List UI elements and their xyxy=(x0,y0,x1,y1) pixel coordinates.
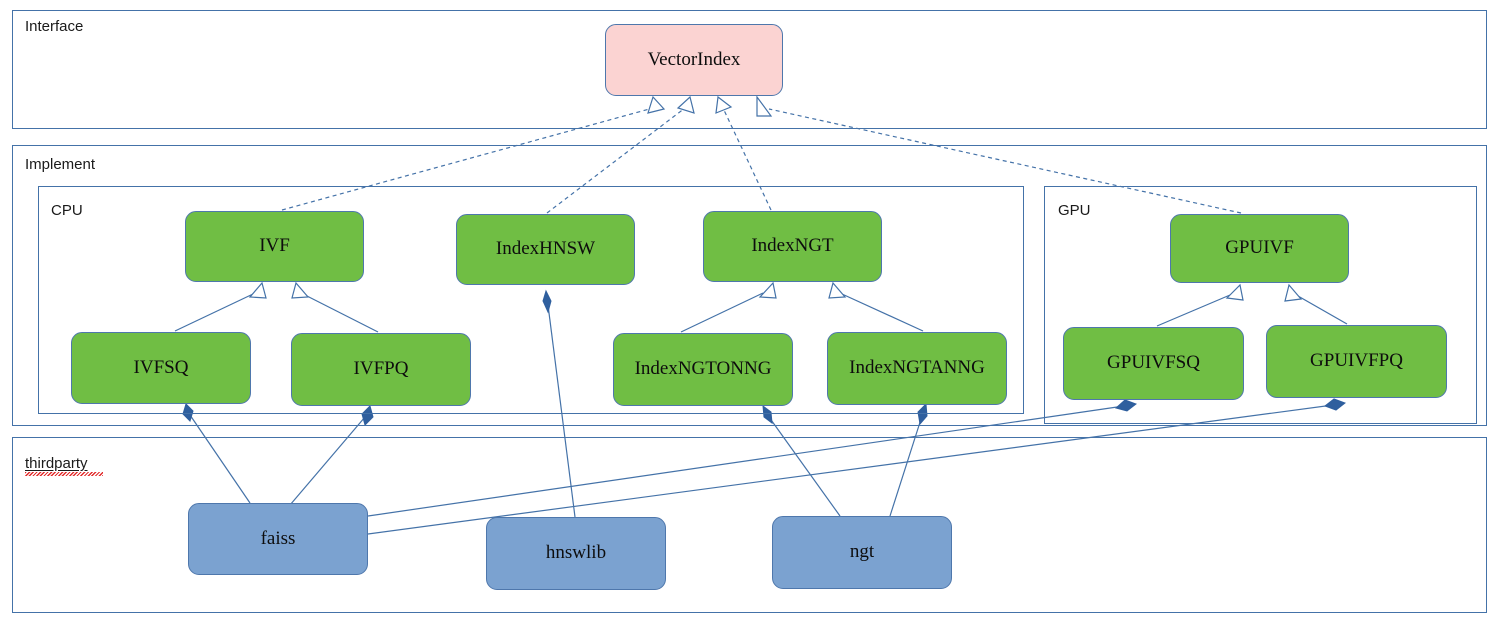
node-label-ngt: ngt xyxy=(849,541,875,563)
node-label-faiss: faiss xyxy=(260,527,296,549)
node-gpuivfpq[interactable]: GPUIVFPQ xyxy=(1266,325,1447,398)
node-ivfsq[interactable]: IVFSQ xyxy=(71,332,251,404)
node-label-indexhnsw: IndexHNSW xyxy=(495,238,596,260)
node-ivfpq[interactable]: IVFPQ xyxy=(291,333,471,406)
container-implement xyxy=(12,145,1487,426)
node-indexngt[interactable]: IndexNGT xyxy=(703,211,882,282)
node-label-ivfpq: IVFPQ xyxy=(353,358,409,380)
node-label-hnswlib: hnswlib xyxy=(545,542,607,564)
spellcheck-underline-thirdparty xyxy=(25,472,103,476)
container-label-cpu: CPU xyxy=(51,202,83,219)
node-ivf[interactable]: IVF xyxy=(185,211,364,282)
node-label-indexngtanng: IndexNGTANNG xyxy=(849,357,985,379)
node-indexhnsw[interactable]: IndexHNSW xyxy=(456,214,635,285)
node-label-gpuivf: GPUIVF xyxy=(1225,237,1294,259)
node-label-indexngtonng: IndexNGTONNG xyxy=(634,358,772,380)
node-label-gpuivfpq: GPUIVFPQ xyxy=(1310,350,1403,372)
container-thirdparty xyxy=(12,437,1487,613)
node-vectorindex[interactable]: VectorIndex xyxy=(605,24,783,96)
node-label-gpuivfsq: GPUIVFSQ xyxy=(1107,352,1200,374)
container-label-gpu: GPU xyxy=(1058,202,1091,219)
node-indexngtanng[interactable]: IndexNGTANNG xyxy=(827,332,1007,405)
node-label-ivf: IVF xyxy=(259,235,290,257)
node-label-ivfsq: IVFSQ xyxy=(133,356,189,378)
node-gpuivfsq[interactable]: GPUIVFSQ xyxy=(1063,327,1244,400)
node-gpuivf[interactable]: GPUIVF xyxy=(1170,214,1349,283)
container-label-interface: Interface xyxy=(25,18,84,35)
node-ngt[interactable]: ngt xyxy=(772,516,952,589)
container-label-thirdparty: thirdparty xyxy=(25,455,88,472)
node-label-indexngt: IndexNGT xyxy=(751,235,834,257)
node-label-vectorindex: VectorIndex xyxy=(647,48,741,70)
container-label-implement: Implement xyxy=(25,156,96,173)
container-cpu xyxy=(38,186,1024,414)
node-hnswlib[interactable]: hnswlib xyxy=(486,517,666,590)
node-faiss[interactable]: faiss xyxy=(188,503,368,575)
container-gpu xyxy=(1044,186,1477,424)
container-interface xyxy=(12,10,1487,129)
node-indexngtonng[interactable]: IndexNGTONNG xyxy=(613,333,793,406)
